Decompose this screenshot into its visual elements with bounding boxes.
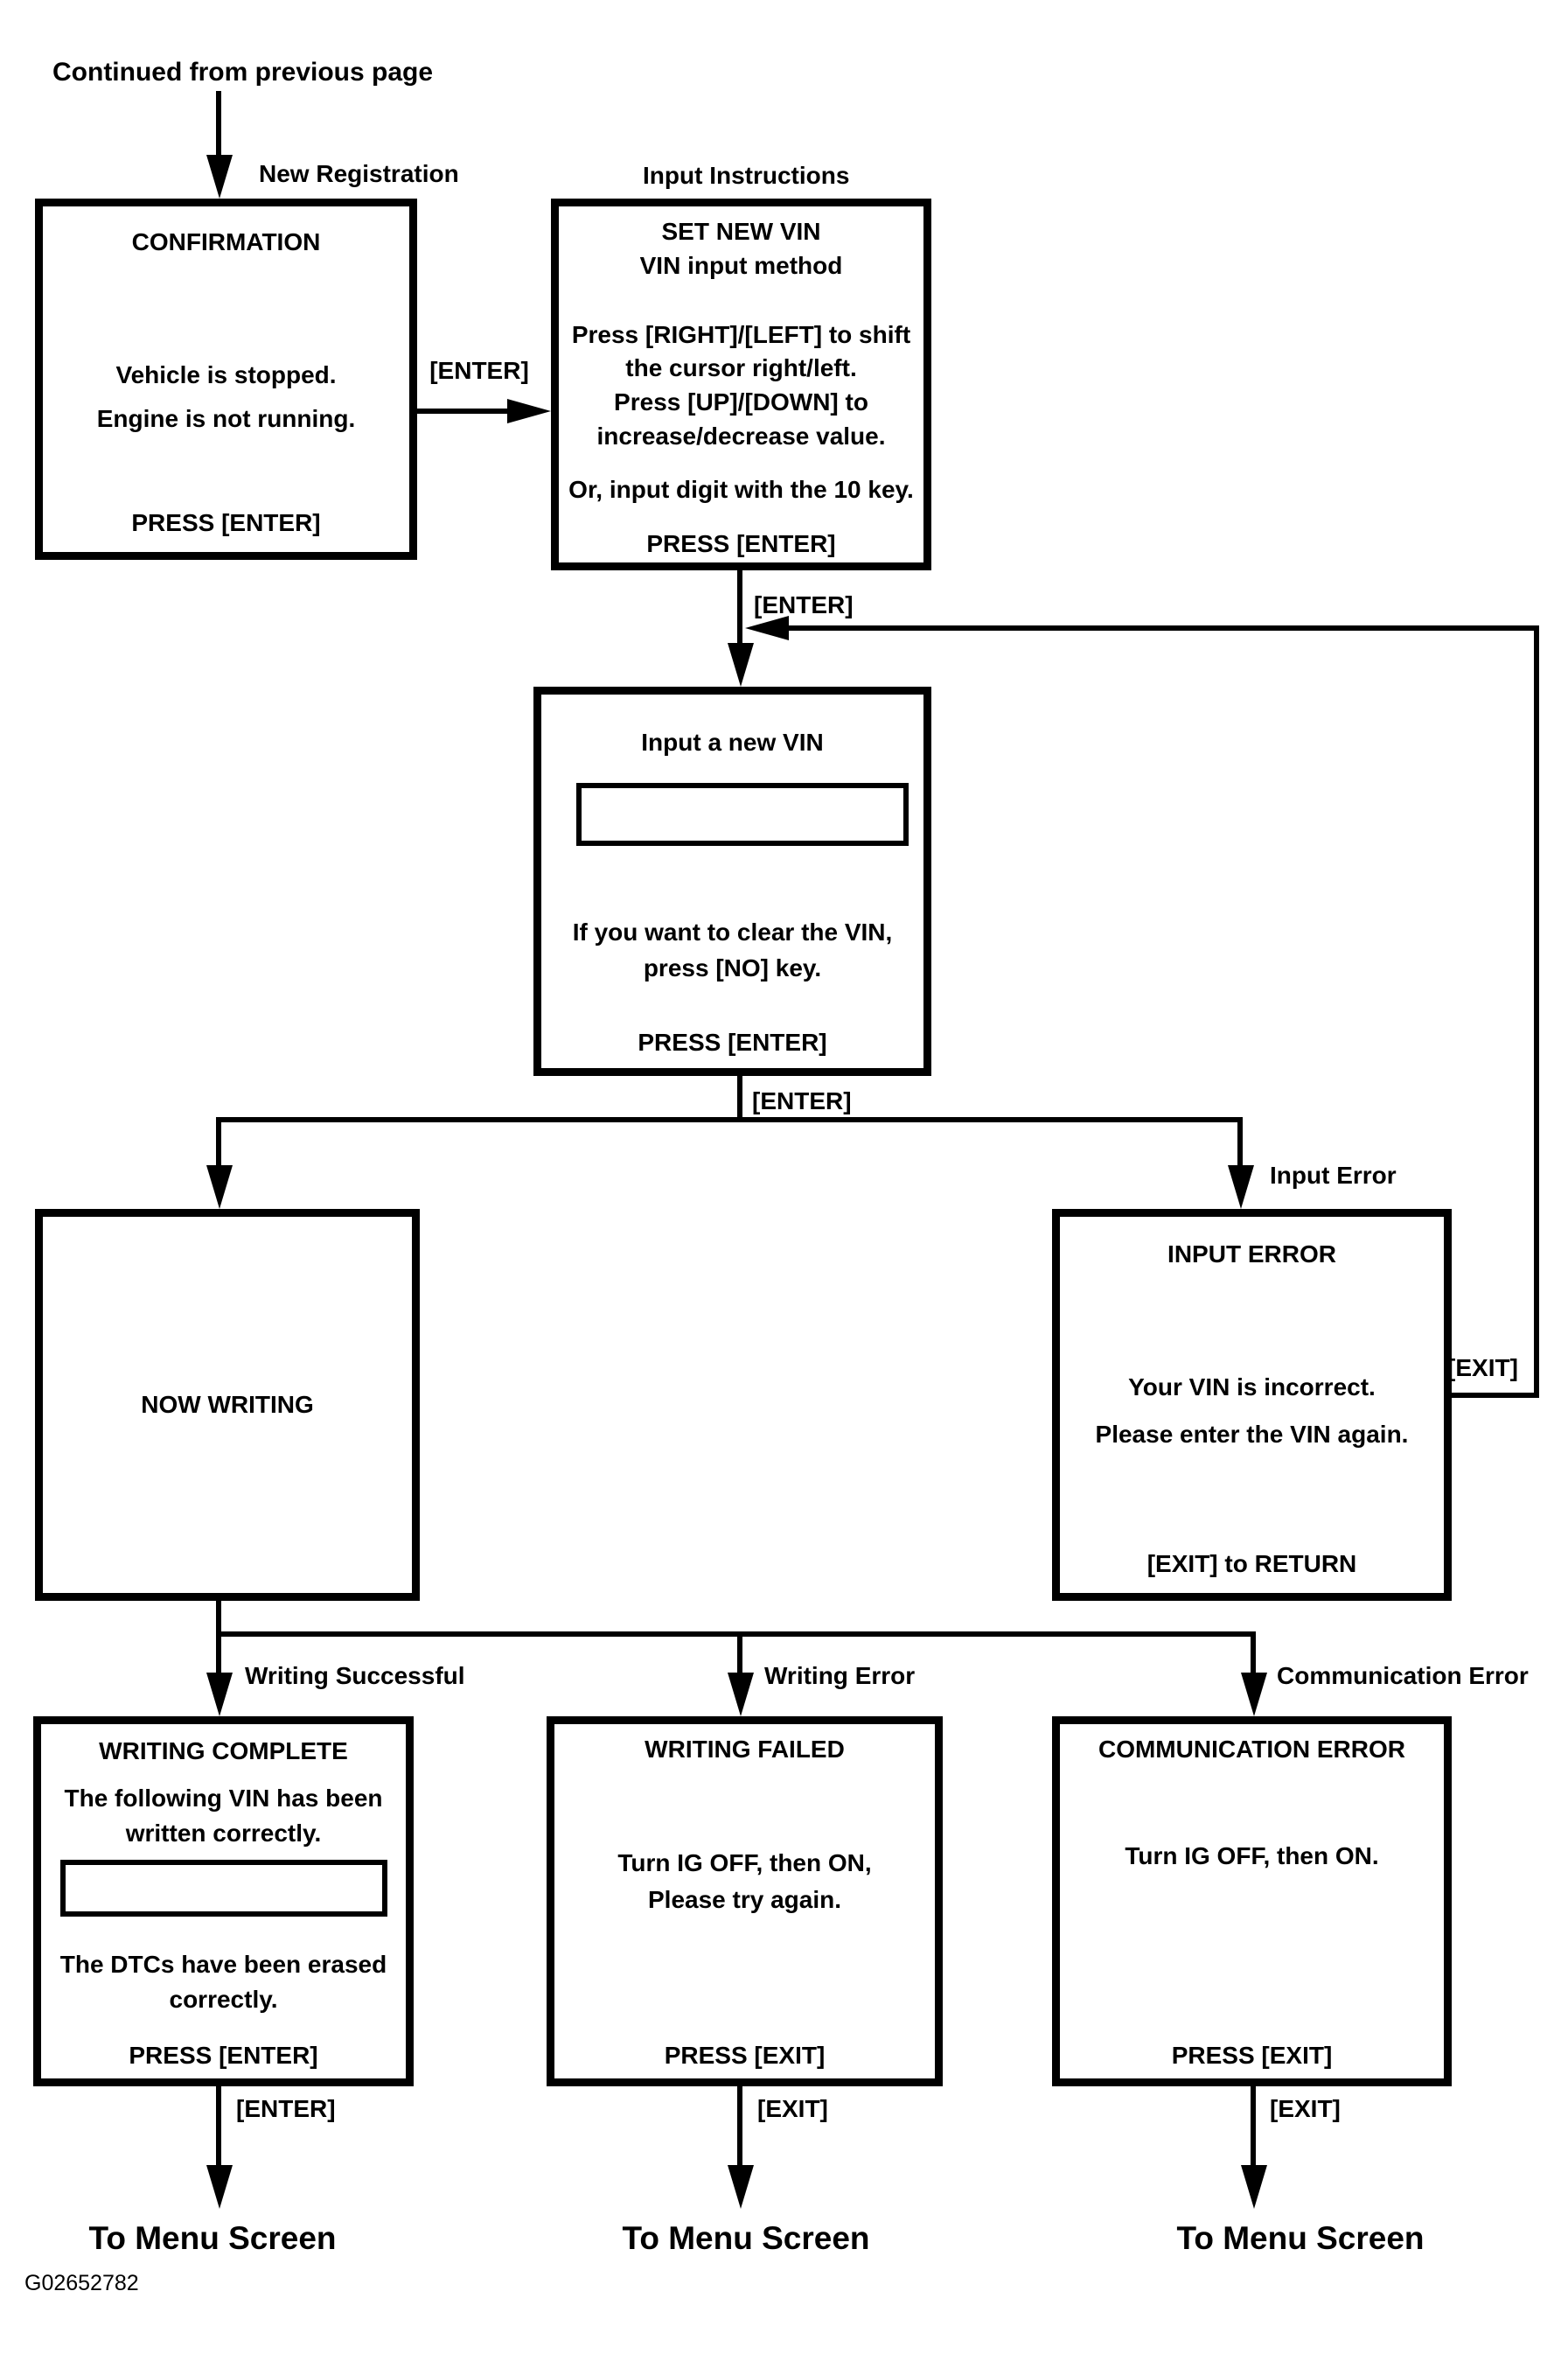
writing-complete-footer: PRESS [ENTER] — [129, 2042, 318, 2069]
box-communication-error: COMMUNICATION ERROR Turn IG OFF, then ON… — [1052, 1716, 1452, 2086]
branch-line-1 — [216, 1117, 1243, 1122]
box-set-new-vin: SET NEW VIN VIN input method Press [RIGH… — [551, 199, 931, 570]
confirmation-line2: Engine is not running. — [96, 405, 356, 432]
down-arrow-head-icon — [1241, 1673, 1267, 1716]
figure-code: G02652782 — [24, 2271, 139, 2295]
input-new-vin-footer: PRESS [ENTER] — [638, 1029, 827, 1056]
writing-successful-label: Writing Successful — [245, 1662, 465, 1689]
writing-failed-footer: PRESS [EXIT] — [664, 2042, 826, 2069]
input-instructions-label: Input Instructions — [643, 162, 850, 189]
entry-arrow-head-icon — [206, 155, 233, 199]
branch1-right-drop — [1237, 1117, 1243, 1170]
confirmation-line1: Vehicle is stopped. — [115, 361, 337, 388]
down-arrow-head-icon — [1228, 1165, 1254, 1209]
writing-error-label: Writing Error — [764, 1662, 916, 1689]
set-new-vin-title2: VIN input method — [639, 252, 843, 279]
enter-label-3: [ENTER] — [752, 1087, 852, 1114]
left-arrow-head-icon — [745, 616, 789, 640]
writing-complete-line2: written correctly. — [125, 1820, 322, 1847]
entry-arrow-line — [216, 91, 221, 159]
down-arrow-head-icon — [728, 643, 754, 687]
set-new-vin-line2: the cursor right/left. — [625, 354, 857, 381]
exit-bottom-middle-label: [EXIT] — [757, 2095, 828, 2122]
down-arrow-head-icon — [728, 2165, 754, 2209]
exit-line-middle — [737, 2086, 742, 2167]
box-input-new-vin: Input a new VIN If you want to clear the… — [533, 687, 931, 1076]
box-writing-failed: WRITING FAILED Turn IG OFF, then ON, Ple… — [547, 1716, 943, 2086]
continued-from-label: Continued from previous page — [52, 58, 434, 87]
feedback-line-bottom — [1452, 1393, 1539, 1398]
feedback-line-top — [787, 625, 1539, 631]
input-new-vin-title: Input a new VIN — [641, 729, 824, 756]
to-menu-screen-left: To Menu Screen — [88, 2220, 337, 2256]
communication-error-line1: Turn IG OFF, then ON. — [1125, 1842, 1379, 1869]
box-writing-complete: WRITING COMPLETE The following VIN has b… — [33, 1716, 414, 2086]
writing-complete-line1: The following VIN has been — [64, 1785, 383, 1812]
down-arrow-head-icon — [206, 2165, 233, 2209]
branch2-middle-drop — [737, 1631, 742, 1675]
box-now-writing: NOW WRITING — [35, 1209, 420, 1601]
writing-complete-line4: correctly. — [169, 1986, 278, 2013]
connector-confirm-to-instructions — [417, 409, 510, 414]
set-new-vin-title1: SET NEW VIN — [661, 218, 821, 245]
confirmation-footer: PRESS [ENTER] — [131, 509, 321, 536]
branch2-left-drop — [216, 1631, 221, 1675]
exit-bottom-right-label: [EXIT] — [1270, 2095, 1341, 2122]
communication-error-footer: PRESS [EXIT] — [1171, 2042, 1333, 2069]
exit-feedback-label: [EXIT] — [1447, 1354, 1518, 1381]
written-vin-field — [60, 1860, 387, 1917]
input-error-line1: Your VIN is incorrect. — [1128, 1373, 1376, 1401]
writing-complete-title: WRITING COMPLETE — [99, 1737, 348, 1764]
set-new-vin-line5: Or, input digit with the 10 key. — [568, 476, 914, 503]
set-new-vin-line3: Press [UP]/[DOWN] to — [614, 388, 868, 416]
feedback-line-right — [1534, 625, 1539, 1398]
branch2-right-drop — [1251, 1631, 1256, 1675]
down-arrow-head-icon — [728, 1673, 754, 1716]
box-confirmation: CONFIRMATION Vehicle is stopped. Engine … — [35, 199, 417, 560]
now-writing-title: NOW WRITING — [141, 1391, 314, 1418]
connector-instructions-to-input — [737, 570, 742, 651]
input-new-vin-line2: press [NO] key. — [643, 954, 822, 981]
input-error-title: INPUT ERROR — [1167, 1240, 1336, 1268]
input-error-label: Input Error — [1270, 1162, 1397, 1189]
new-registration-label: New Registration — [259, 160, 459, 187]
set-new-vin-line4: increase/decrease value. — [596, 423, 886, 450]
input-new-vin-line1: If you want to clear the VIN, — [572, 919, 893, 946]
enter-bottom-left-label: [ENTER] — [236, 2095, 336, 2122]
writing-failed-line1: Turn IG OFF, then ON, — [617, 1849, 872, 1876]
confirmation-title: CONFIRMATION — [131, 228, 321, 255]
to-menu-screen-right: To Menu Screen — [1176, 2220, 1425, 2256]
communication-error-title: COMMUNICATION ERROR — [1098, 1736, 1405, 1763]
down-arrow-head-icon — [1241, 2165, 1267, 2209]
vin-entry-field — [576, 783, 909, 846]
down-arrow-head-icon — [206, 1673, 233, 1716]
exit-line-right — [1251, 2086, 1256, 2167]
communication-error-label: Communication Error — [1277, 1662, 1529, 1689]
branch1-left-drop — [216, 1117, 221, 1170]
exit-line-left — [216, 2086, 221, 2167]
input-error-line2: Please enter the VIN again. — [1095, 1421, 1409, 1448]
down-arrow-head-icon — [206, 1165, 233, 1209]
right-arrow-head-icon — [507, 399, 551, 423]
set-new-vin-footer: PRESS [ENTER] — [646, 530, 836, 557]
box-input-error: INPUT ERROR Your VIN is incorrect. Pleas… — [1052, 1209, 1452, 1601]
writing-failed-line2: Please try again. — [647, 1886, 841, 1913]
to-menu-screen-middle: To Menu Screen — [622, 2220, 870, 2256]
writing-failed-title: WRITING FAILED — [645, 1736, 845, 1763]
enter-label-2: [ENTER] — [754, 591, 854, 618]
enter-label-1: [ENTER] — [429, 357, 529, 384]
input-error-footer: [EXIT] to RETURN — [1146, 1550, 1357, 1577]
set-new-vin-line1: Press [RIGHT]/[LEFT] to shift — [571, 321, 911, 348]
connector-writing-to-branch — [216, 1601, 221, 1637]
branch-line-2 — [216, 1631, 1256, 1637]
writing-complete-line3: The DTCs have been erased — [59, 1951, 387, 1978]
connector-input-to-branch — [737, 1076, 742, 1120]
